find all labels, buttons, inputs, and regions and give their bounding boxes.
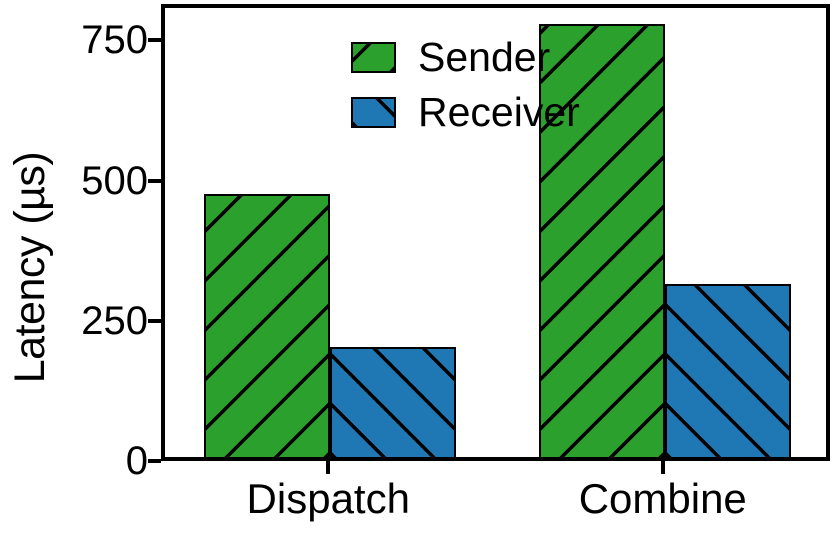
- legend-label-receiver: Receiver: [418, 89, 580, 135]
- y-tick-label: 500: [81, 158, 148, 203]
- y-tick-mark: [148, 38, 161, 43]
- legend-item-sender[interactable]: Sender: [351, 30, 580, 85]
- y-tick-mark: [148, 459, 161, 463]
- plot-area: Sender Receiver: [161, 4, 830, 461]
- bar-dispatch-sender: [204, 193, 331, 459]
- legend-item-receiver[interactable]: Receiver: [351, 85, 580, 140]
- bar-combine-receiver: [664, 284, 791, 459]
- bar-dispatch-receiver: [330, 346, 457, 459]
- legend-swatch-receiver-icon: [351, 97, 396, 128]
- y-axis-label: Latency (µs): [5, 151, 54, 384]
- y-tick-label: 750: [81, 18, 148, 63]
- legend: Sender Receiver: [351, 30, 580, 140]
- y-tick-mark: [148, 318, 161, 323]
- x-tick-mark: [326, 461, 331, 474]
- x-tick-label-dispatch: Dispatch: [246, 475, 410, 522]
- x-tick-label-combine: Combine: [578, 475, 747, 522]
- y-axis-tick-labels: 0 250 500 750: [56, 0, 148, 535]
- y-tick-label: 0: [125, 439, 148, 483]
- bar-combine-sender: [538, 24, 665, 459]
- legend-swatch-sender-icon: [351, 42, 396, 73]
- x-tick-mark: [660, 461, 665, 474]
- y-tick-label: 250: [81, 298, 148, 343]
- legend-label-sender: Sender: [418, 34, 551, 80]
- y-tick-mark: [148, 178, 161, 183]
